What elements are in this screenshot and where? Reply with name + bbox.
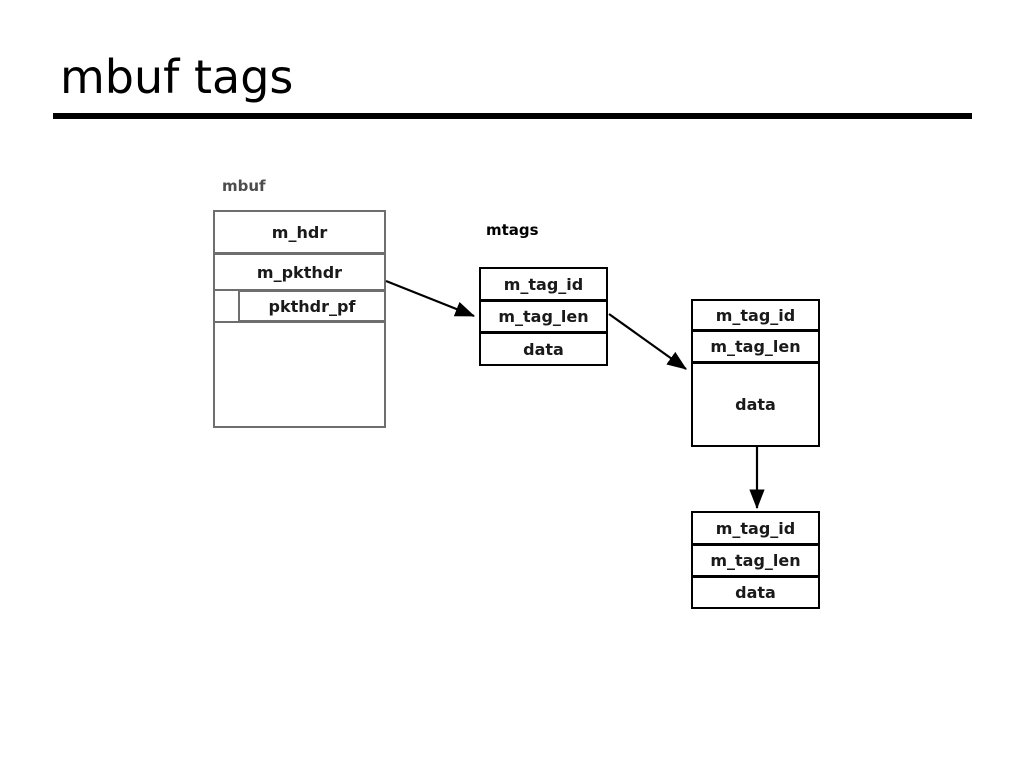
mbuf-field-m_hdr: m_hdr [213,210,386,254]
mbuf-field-pkthdr_pf: pkthdr_pf [238,290,386,322]
connector-mbuf-to-mtag1-arrow [385,279,476,318]
title-underline-rule [53,113,972,119]
mbuf-field-data-area [213,321,386,428]
mtag-3-field-data: data [691,576,820,609]
mbuf-field-m_pkthdr: m_pkthdr [213,253,386,291]
page-title: mbuf tags [60,50,294,104]
mtag-3-field-m_tag_id: m_tag_id [691,511,820,545]
connector-mtag1-to-mtag2-arrow [608,313,687,370]
mtag-1-field-m_tag_len: m_tag_len [479,300,608,333]
mtags-label: mtags [486,221,539,239]
mbuf-label: mbuf [222,177,266,195]
mtag-2-field-data: data [691,362,820,447]
mtag-2-field-m_tag_len: m_tag_len [691,330,820,363]
mtag-1-field-m_tag_id: m_tag_id [479,267,608,301]
mtag-2-field-m_tag_id: m_tag_id [691,299,820,331]
mtag-1-field-data: data [479,332,608,366]
mtag-3-field-m_tag_len: m_tag_len [691,544,820,577]
